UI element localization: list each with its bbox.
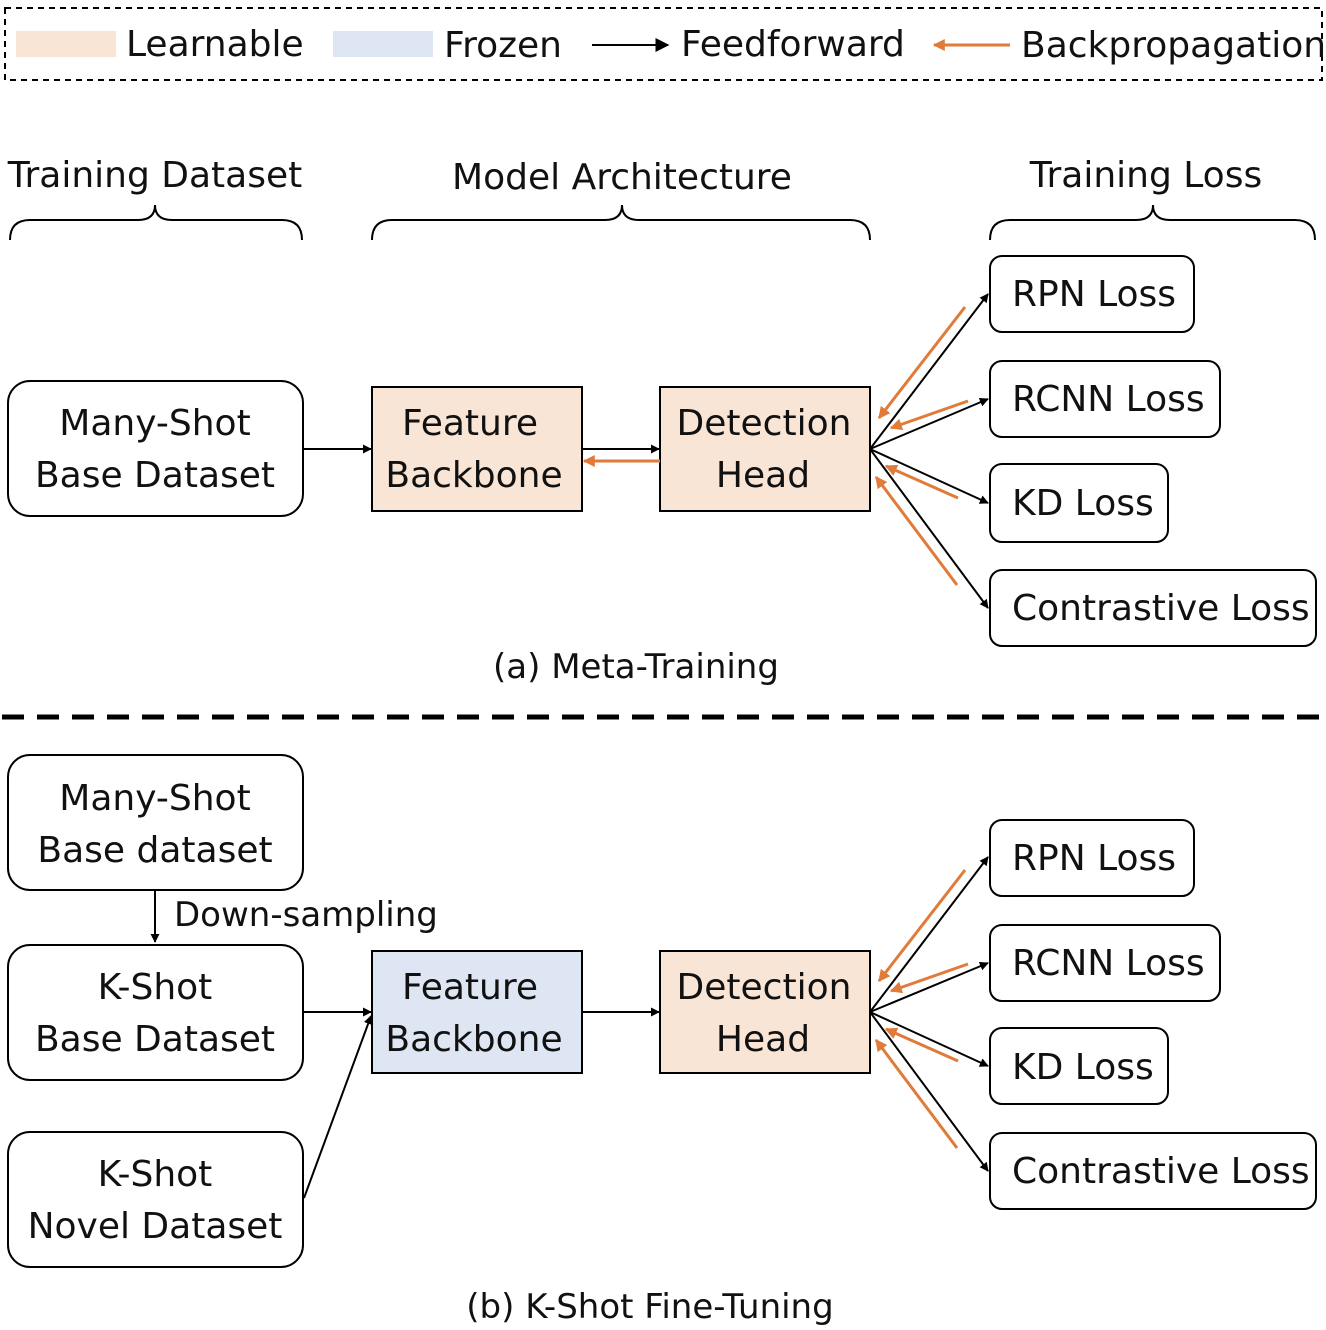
feature-backbone-frozen-box: Feature Backbone <box>371 950 583 1074</box>
legend: Learnable Frozen Feedforward Backpropaga… <box>4 7 1326 81</box>
box-label-line2: Backbone <box>385 455 562 496</box>
box-label-line1: Many-Shot <box>59 778 250 819</box>
loss-label: Contrastive Loss <box>1012 1151 1310 1192</box>
kd-loss-box: KD Loss <box>989 1027 1169 1105</box>
header-training-loss: Training Loss <box>1029 155 1262 196</box>
loss-label: RPN Loss <box>1012 274 1176 315</box>
box-label-line2: Head <box>716 1019 810 1060</box>
loss-label: Contrastive Loss <box>1012 588 1310 629</box>
legend-frozen-label: Frozen <box>444 25 562 66</box>
kd-loss-box: KD Loss <box>989 463 1169 543</box>
box-label-line2: Head <box>716 455 810 496</box>
arrow-head-to-kd <box>869 1011 989 1067</box>
box-label-line2: Novel Dataset <box>28 1206 283 1247</box>
k-shot-base-dataset-box: K-Shot Base Dataset <box>7 944 304 1081</box>
legend-backprop-label: Backpropagation <box>1021 25 1326 66</box>
legend-frame <box>4 7 1323 81</box>
caption-k-shot-fine-tuning: (b) K-Shot Fine-Tuning <box>466 1287 833 1327</box>
box-label-line1: Detection <box>677 403 852 444</box>
legend-feedforward-label: Feedforward <box>681 24 905 65</box>
many-shot-base-dataset-box: Many-Shot Base dataset <box>7 754 304 891</box>
box-label-line1: Feature <box>402 403 538 444</box>
loss-label: RCNN Loss <box>1012 943 1205 984</box>
loss-label: RPN Loss <box>1012 838 1176 879</box>
down-sampling-label: Down-sampling <box>174 895 438 935</box>
arrow-head-to-rcnn <box>869 961 989 1013</box>
backprop-contrastive-to-head <box>874 476 959 586</box>
backprop-kd-to-head <box>884 1027 959 1063</box>
backprop-rcnn-to-head <box>889 962 969 994</box>
k-shot-novel-dataset-box: K-Shot Novel Dataset <box>7 1131 304 1268</box>
contrastive-loss-box: Contrastive Loss <box>989 1132 1317 1210</box>
box-label-line1: K-Shot <box>98 1154 213 1195</box>
box-label-line1: Many-Shot <box>59 403 250 444</box>
detection-head-box: Detection Head <box>659 950 871 1074</box>
rpn-loss-box: RPN Loss <box>989 819 1195 897</box>
arrow-head-to-rcnn <box>869 398 989 450</box>
box-label-line1: Detection <box>677 967 852 1008</box>
arrow-head-to-rpn <box>869 856 989 1013</box>
brace-model-architecture <box>371 204 871 241</box>
column-headers: Training Dataset Model Architecture Trai… <box>7 155 1316 241</box>
arrow-head-to-contrastive <box>869 448 989 609</box>
header-model-architecture: Model Architecture <box>452 157 792 198</box>
frozen-swatch <box>333 31 433 57</box>
box-label-line2: Base Dataset <box>35 1019 275 1060</box>
rcnn-loss-box: RCNN Loss <box>989 360 1221 438</box>
loss-label: RCNN Loss <box>1012 379 1205 420</box>
arrow-head-to-kd <box>869 448 989 504</box>
box-label-line1: K-Shot <box>98 967 213 1008</box>
loss-label: KD Loss <box>1012 1047 1154 1088</box>
detection-head-box: Detection Head <box>659 386 871 512</box>
backprop-rpn-to-head <box>877 306 967 419</box>
box-label-line2: Base dataset <box>37 830 272 871</box>
loss-label: KD Loss <box>1012 483 1154 524</box>
legend-learnable-label: Learnable <box>126 24 304 65</box>
arrow-head-to-rpn <box>869 293 989 450</box>
caption-meta-training: (a) Meta-Training <box>493 647 779 687</box>
backprop-rcnn-to-head <box>889 399 969 431</box>
learnable-swatch <box>16 31 116 57</box>
finetune-section: Many-Shot Base dataset Down-sampling K-S… <box>7 754 1317 1327</box>
rpn-loss-box: RPN Loss <box>989 255 1195 333</box>
box-label-line2: Backbone <box>385 1019 562 1060</box>
meta-training-section: Many-Shot Base Dataset Feature Backbone … <box>7 255 1317 687</box>
arrow-knovel-to-backbone <box>303 1015 373 1199</box>
box-label-line1: Feature <box>402 967 538 1008</box>
brace-training-loss <box>989 204 1316 241</box>
header-training-dataset: Training Dataset <box>7 155 302 196</box>
backprop-contrastive-to-head <box>874 1039 959 1149</box>
brace-training-dataset <box>9 204 303 241</box>
backprop-rpn-to-head <box>877 869 967 982</box>
feature-backbone-box: Feature Backbone <box>371 386 583 512</box>
contrastive-loss-box: Contrastive Loss <box>989 569 1317 647</box>
rcnn-loss-box: RCNN Loss <box>989 924 1221 1002</box>
box-label-line2: Base Dataset <box>35 455 275 496</box>
backprop-kd-to-head <box>884 464 959 500</box>
arrow-head-to-contrastive <box>869 1011 989 1172</box>
many-shot-base-dataset-box: Many-Shot Base Dataset <box>7 380 304 517</box>
